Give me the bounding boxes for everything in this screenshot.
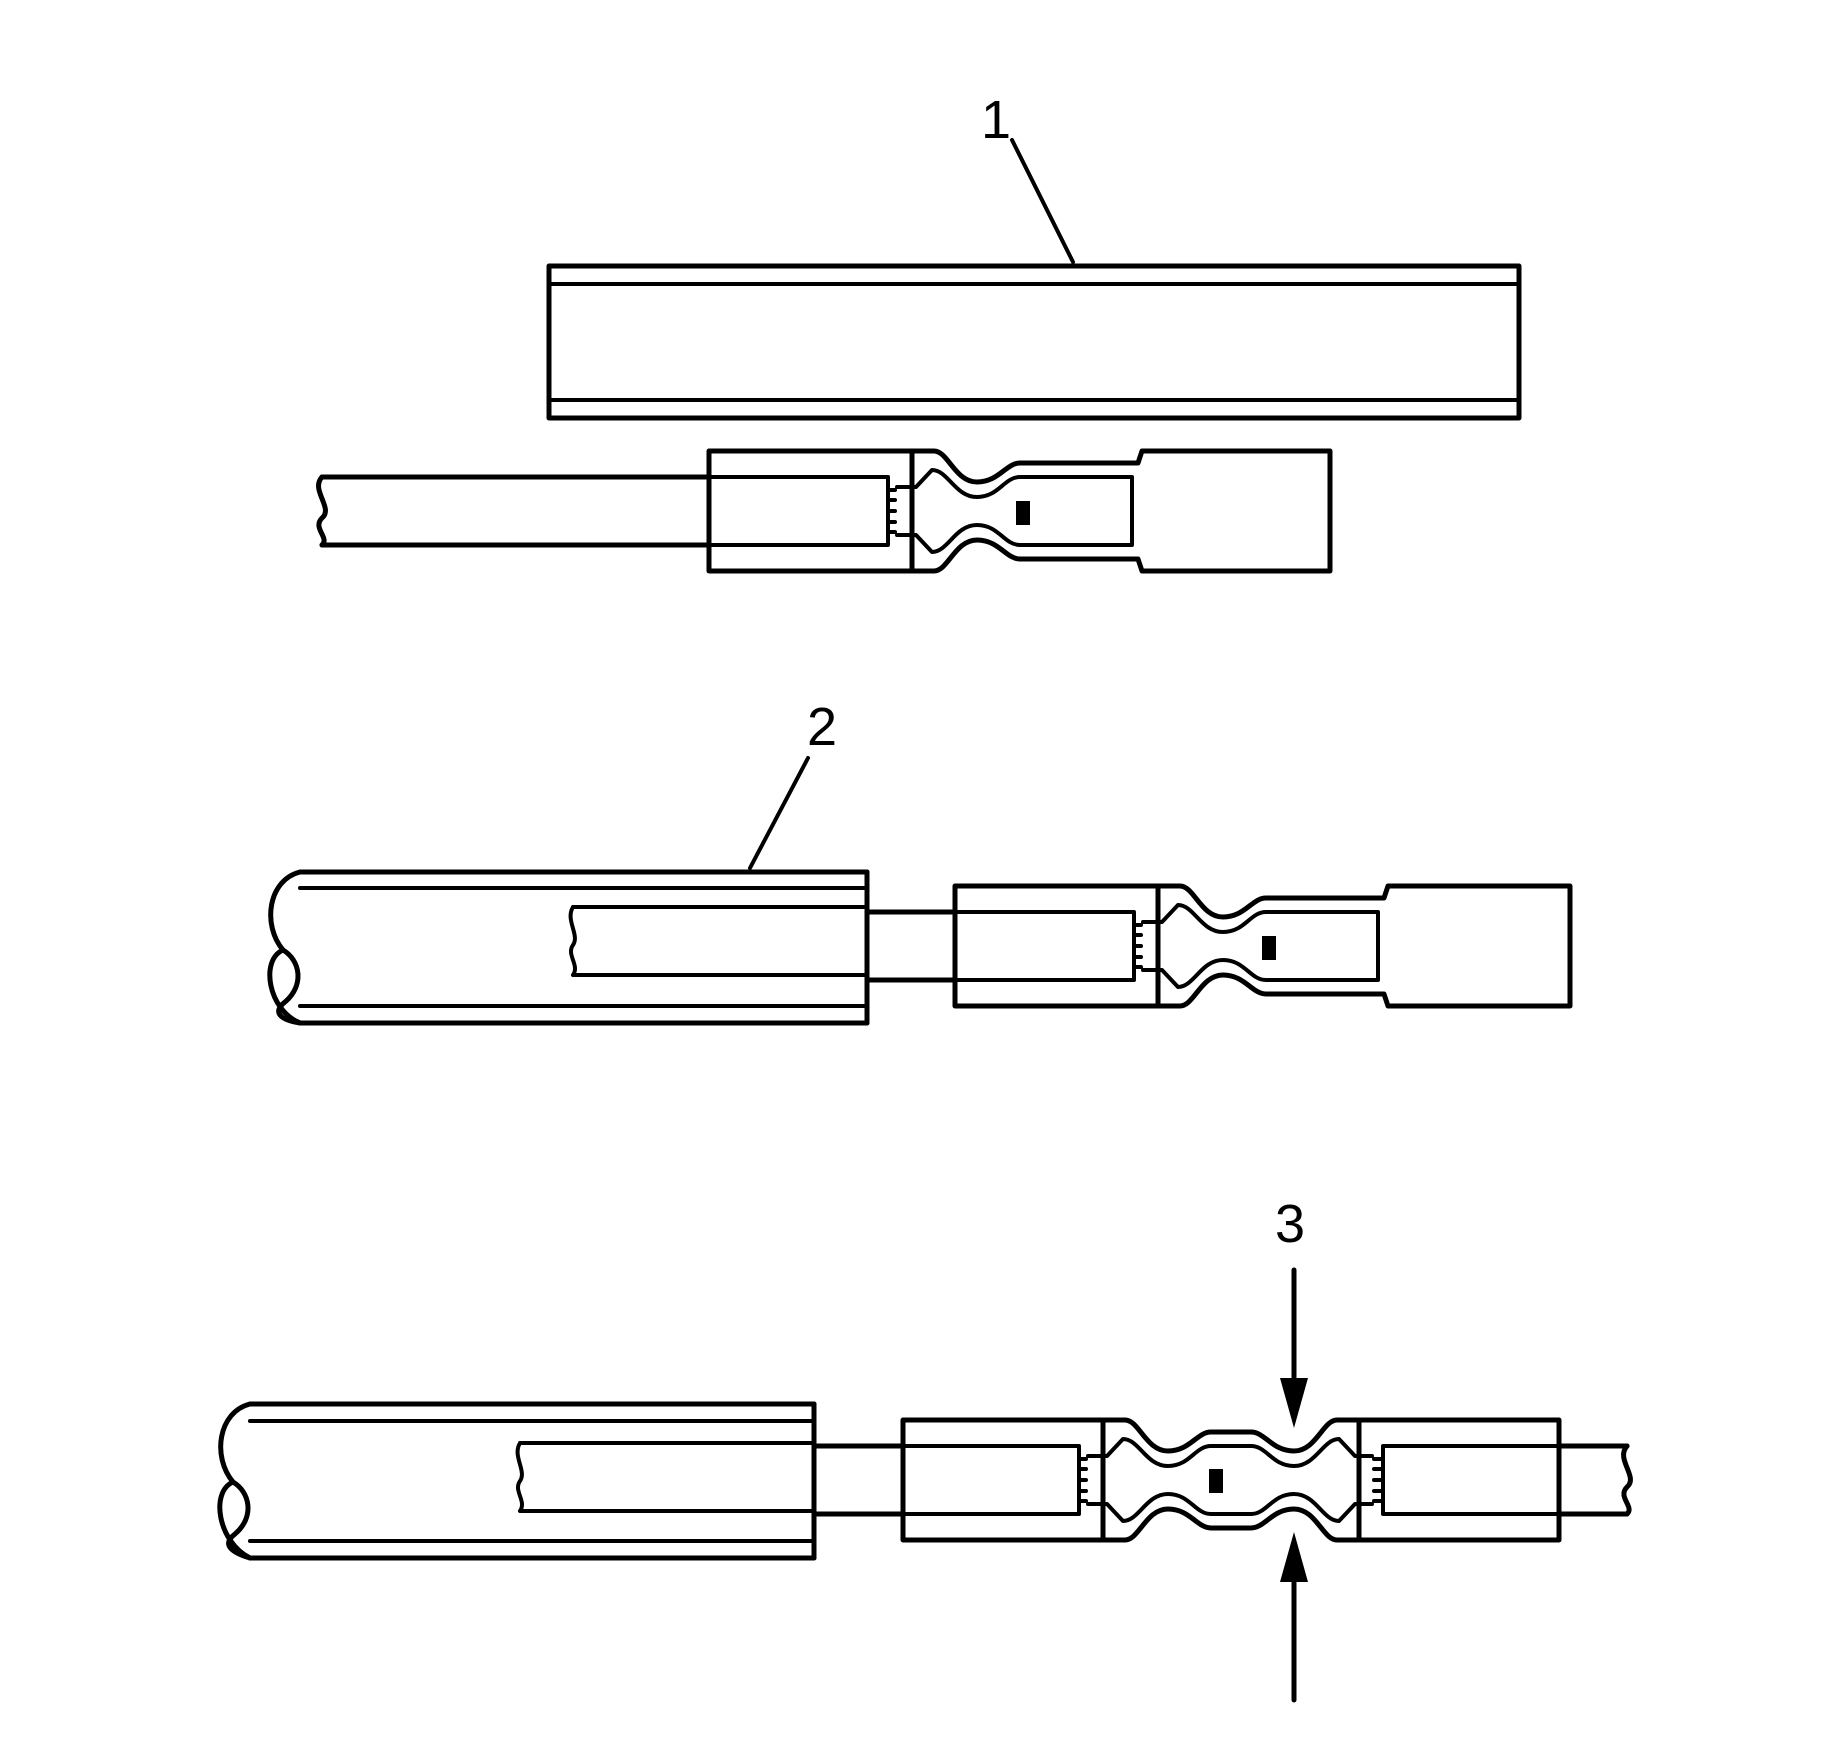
crimped-splice-both-wires xyxy=(811,1417,1633,1543)
callout-2-leader xyxy=(748,756,810,870)
callout-3-label: 3 xyxy=(1275,1194,1305,1254)
wire-with-splice-terminal-2 xyxy=(864,883,1573,1009)
heat-shrink-sleeve-on-wire-3 xyxy=(217,1401,817,1561)
callout-1-label: 1 xyxy=(981,90,1011,150)
callout-2-label: 2 xyxy=(807,697,837,757)
callout-1-leader xyxy=(1010,138,1075,264)
heat-shrink-sleeve xyxy=(546,263,1522,421)
crimp-location-arrows xyxy=(1280,1267,1308,1703)
step-1-group: 1 xyxy=(316,90,1522,574)
step-2-group: 2 xyxy=(267,697,1573,1026)
wire-with-splice-terminal xyxy=(316,448,1333,574)
step-3-group: 3 xyxy=(217,1194,1633,1703)
heat-shrink-sleeve-on-wire xyxy=(267,869,870,1026)
